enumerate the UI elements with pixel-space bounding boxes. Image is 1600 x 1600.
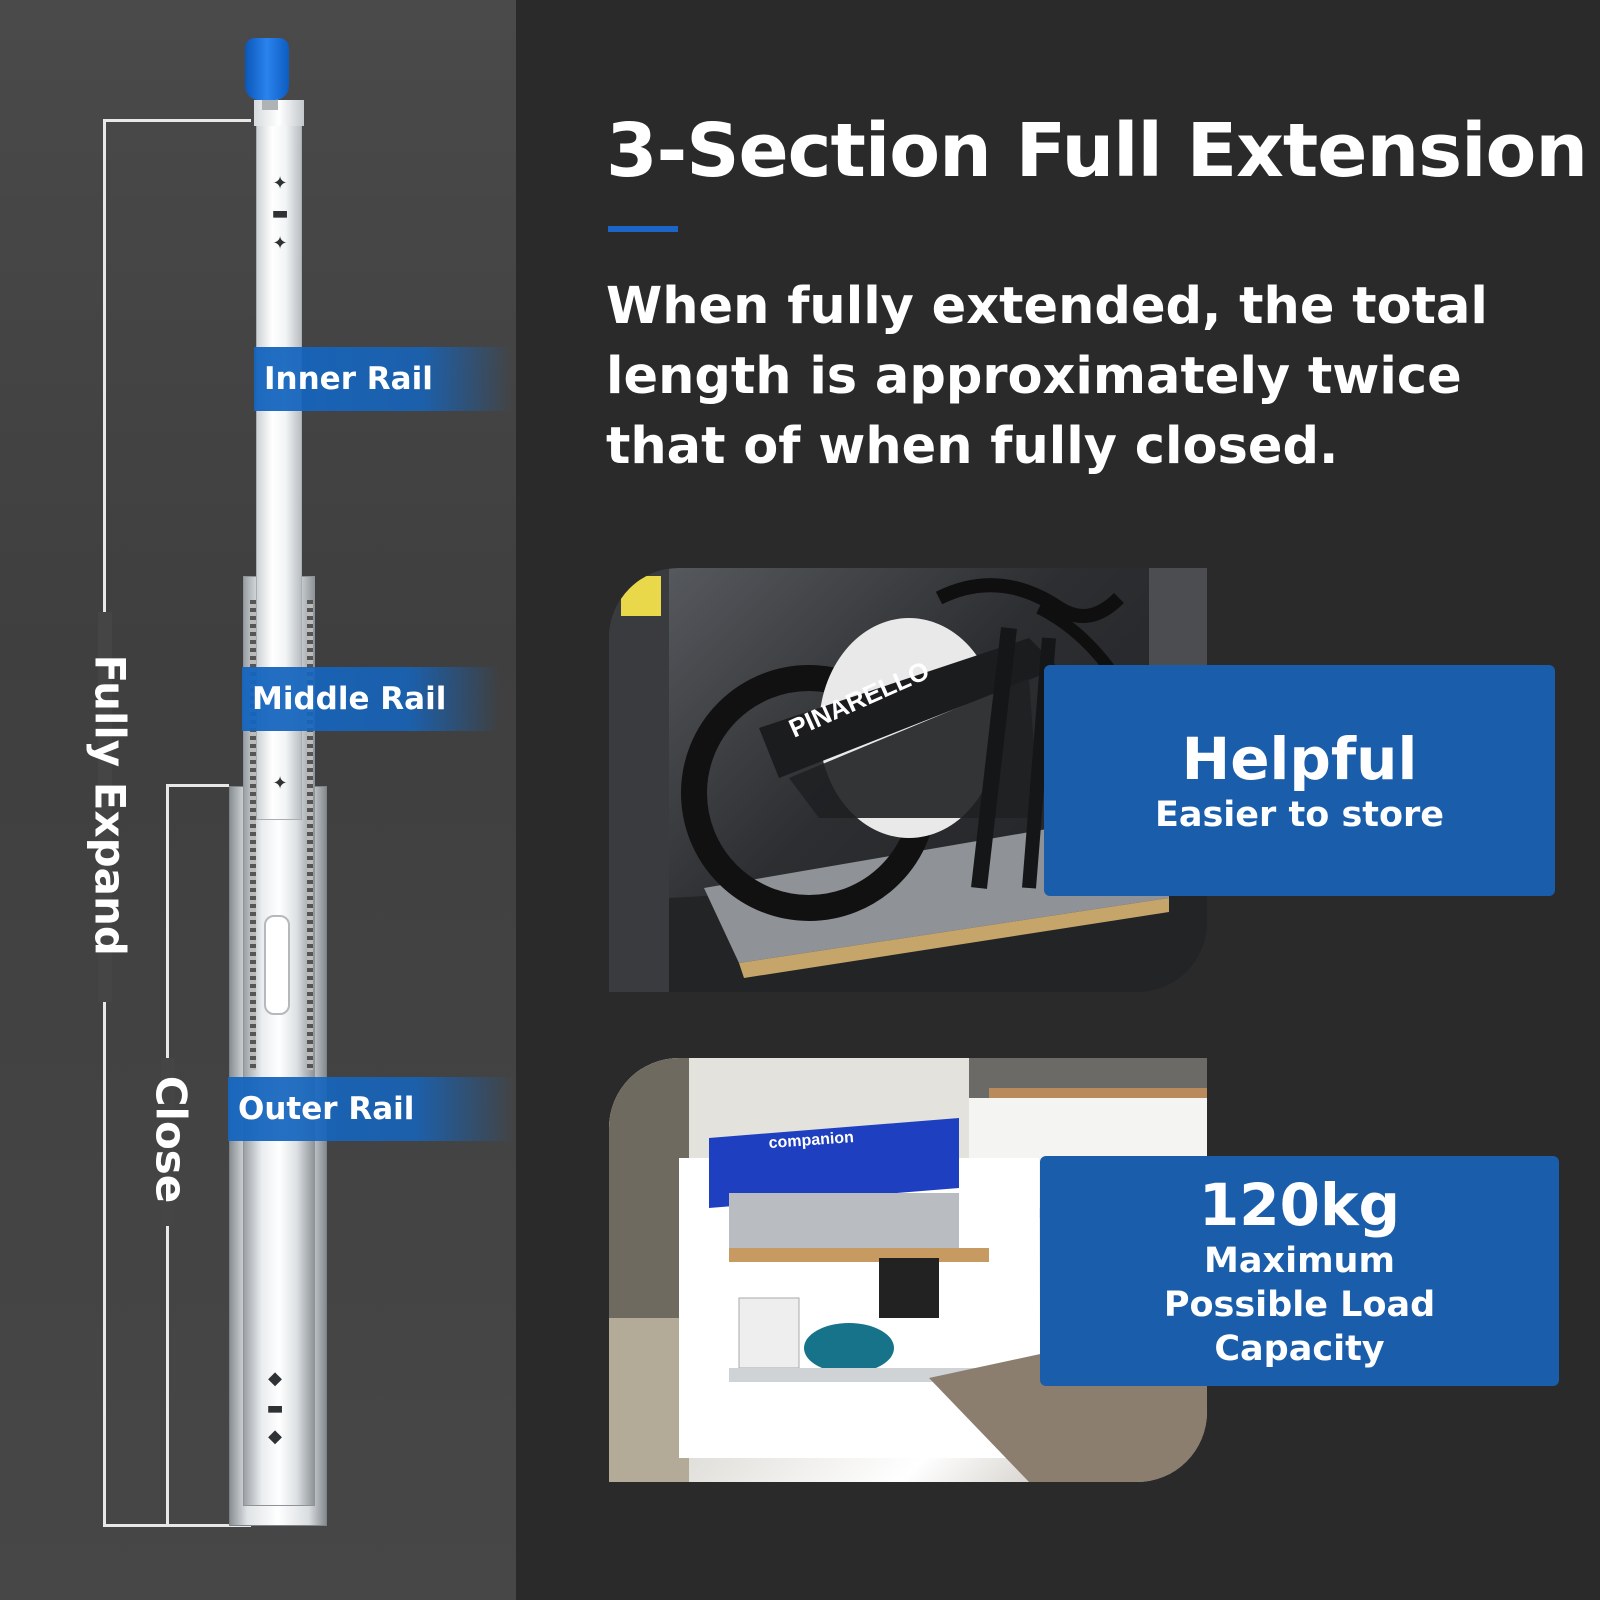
inner-rail-label: Inner Rail [254,347,512,411]
load-capacity-callout: 120kg Maximum Possible Load Capacity [1040,1156,1559,1386]
callout-title: Helpful [1181,724,1418,793]
headline: 3-Section Full Extension [606,108,1588,194]
mounting-slot-icon: ▬ [266,1398,284,1419]
rail-slot [264,915,290,1015]
fully-expand-label: Fully Expand [85,654,135,956]
mounting-hole-icon: ✦ [272,173,288,194]
callout-subtitle: Easier to store [1154,794,1445,835]
stove-brand-text: companion [768,1129,854,1152]
mounting-hole-icon: ◆ [268,1426,282,1447]
callout-subtitle: Maximum Possible Load Capacity [1163,1241,1436,1369]
close-label: Close [146,1075,196,1204]
fully-expand-bracket-gap [98,612,112,1002]
close-bracket-gap [161,1058,175,1226]
ball-bearing-strip-right [307,600,313,1070]
description: When fully extended, the total length is… [606,277,1488,476]
callout-title: 120kg [1198,1171,1401,1239]
outer-rail-label: Outer Rail [228,1077,514,1141]
ball-bearing-strip-left [250,600,256,1070]
accent-divider [608,226,678,232]
helpful-callout: Helpful Easier to store [1044,665,1555,896]
blue-end-cap [245,38,289,100]
mounting-slot-icon: ▬ [271,203,289,224]
kitchen-scene-illustration: companion [609,1058,1207,1482]
mounting-hole-icon: ✦ [272,233,288,254]
mounting-hole-icon: ◆ [268,1368,282,1389]
middle-rail-label: Middle Rail [242,667,500,731]
mounting-hole-icon: ✦ [272,773,288,794]
